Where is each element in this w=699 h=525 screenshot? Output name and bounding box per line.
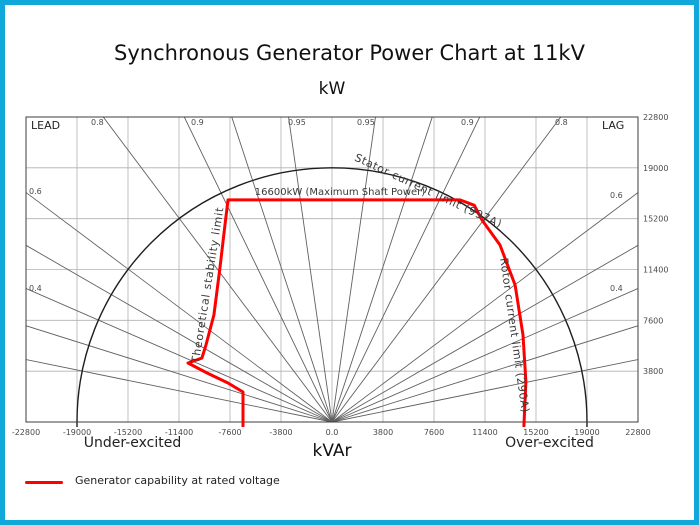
- x-axis-title: kVAr: [312, 441, 352, 461]
- shaft-power-limit-annotation: 16600kW (Maximum Shaft Power): [254, 187, 426, 198]
- x-tick-label: -7600: [218, 428, 241, 437]
- x-tick-label: 22800: [625, 428, 650, 437]
- page-title: Synchronous Generator Power Chart at 11k…: [114, 41, 585, 65]
- x-tick-label: -15200: [114, 428, 142, 437]
- x-tick-label: 3800: [373, 428, 393, 437]
- y-tick-label: 22800: [643, 113, 668, 122]
- lag-region-label: LAG: [602, 119, 625, 132]
- pf-tick-label: 0.9: [461, 118, 474, 127]
- pf-tick-label: 0.95: [288, 118, 306, 127]
- pf-tick-label: 0.8: [91, 118, 104, 127]
- y-tick-label: 3800: [643, 367, 663, 376]
- y-tick-label: 7600: [643, 316, 663, 325]
- capability-chart: -22800 -19000 -15200 -11400 -7600 -3800 0.0 380…: [12, 113, 669, 437]
- x-tick-label: -19000: [63, 428, 91, 437]
- legend-label-capability: Generator capability at rated voltage: [75, 474, 280, 487]
- pf-tick-label: 0.6: [29, 187, 42, 196]
- generator-capability-curve: [186, 198, 528, 427]
- pf-tick-label: 0.95: [357, 118, 375, 127]
- over-excited-label: Over-excited: [505, 435, 594, 451]
- x-tick-label: 11400: [472, 428, 497, 437]
- lead-region-label: LEAD: [31, 119, 61, 132]
- grid-lines: [26, 117, 638, 422]
- y-tick-label: 15200: [643, 215, 668, 224]
- x-tick-label: 19000: [574, 428, 599, 437]
- x-tick-label: 15200: [523, 428, 548, 437]
- legend-swatch-capability: [25, 481, 63, 484]
- x-tick-label: -11400: [165, 428, 193, 437]
- pf-tick-label: 0.4: [29, 284, 42, 293]
- pf-tick-label: 0.6: [610, 191, 623, 200]
- pf-tick-label: 0.9: [191, 118, 204, 127]
- x-tick-label: 0.0: [326, 428, 339, 437]
- y-axis-title: kW: [318, 79, 346, 99]
- plot-border: [25, 116, 639, 423]
- pf-tick-label: 0.8: [555, 118, 568, 127]
- x-tick-label: -22800: [12, 428, 40, 437]
- y-tick-label: 11400: [643, 266, 668, 275]
- under-excited-label: Under-excited: [83, 435, 182, 451]
- power-factor-rays: [26, 117, 638, 423]
- tick-labels: -22800 -19000 -15200 -11400 -7600 -3800 0.0 380…: [12, 113, 669, 437]
- x-tick-label: -3800: [269, 428, 292, 437]
- y-tick-label: 19000: [643, 164, 668, 173]
- pf-tick-label: 0.4: [610, 284, 623, 293]
- x-tick-label: 7600: [424, 428, 444, 437]
